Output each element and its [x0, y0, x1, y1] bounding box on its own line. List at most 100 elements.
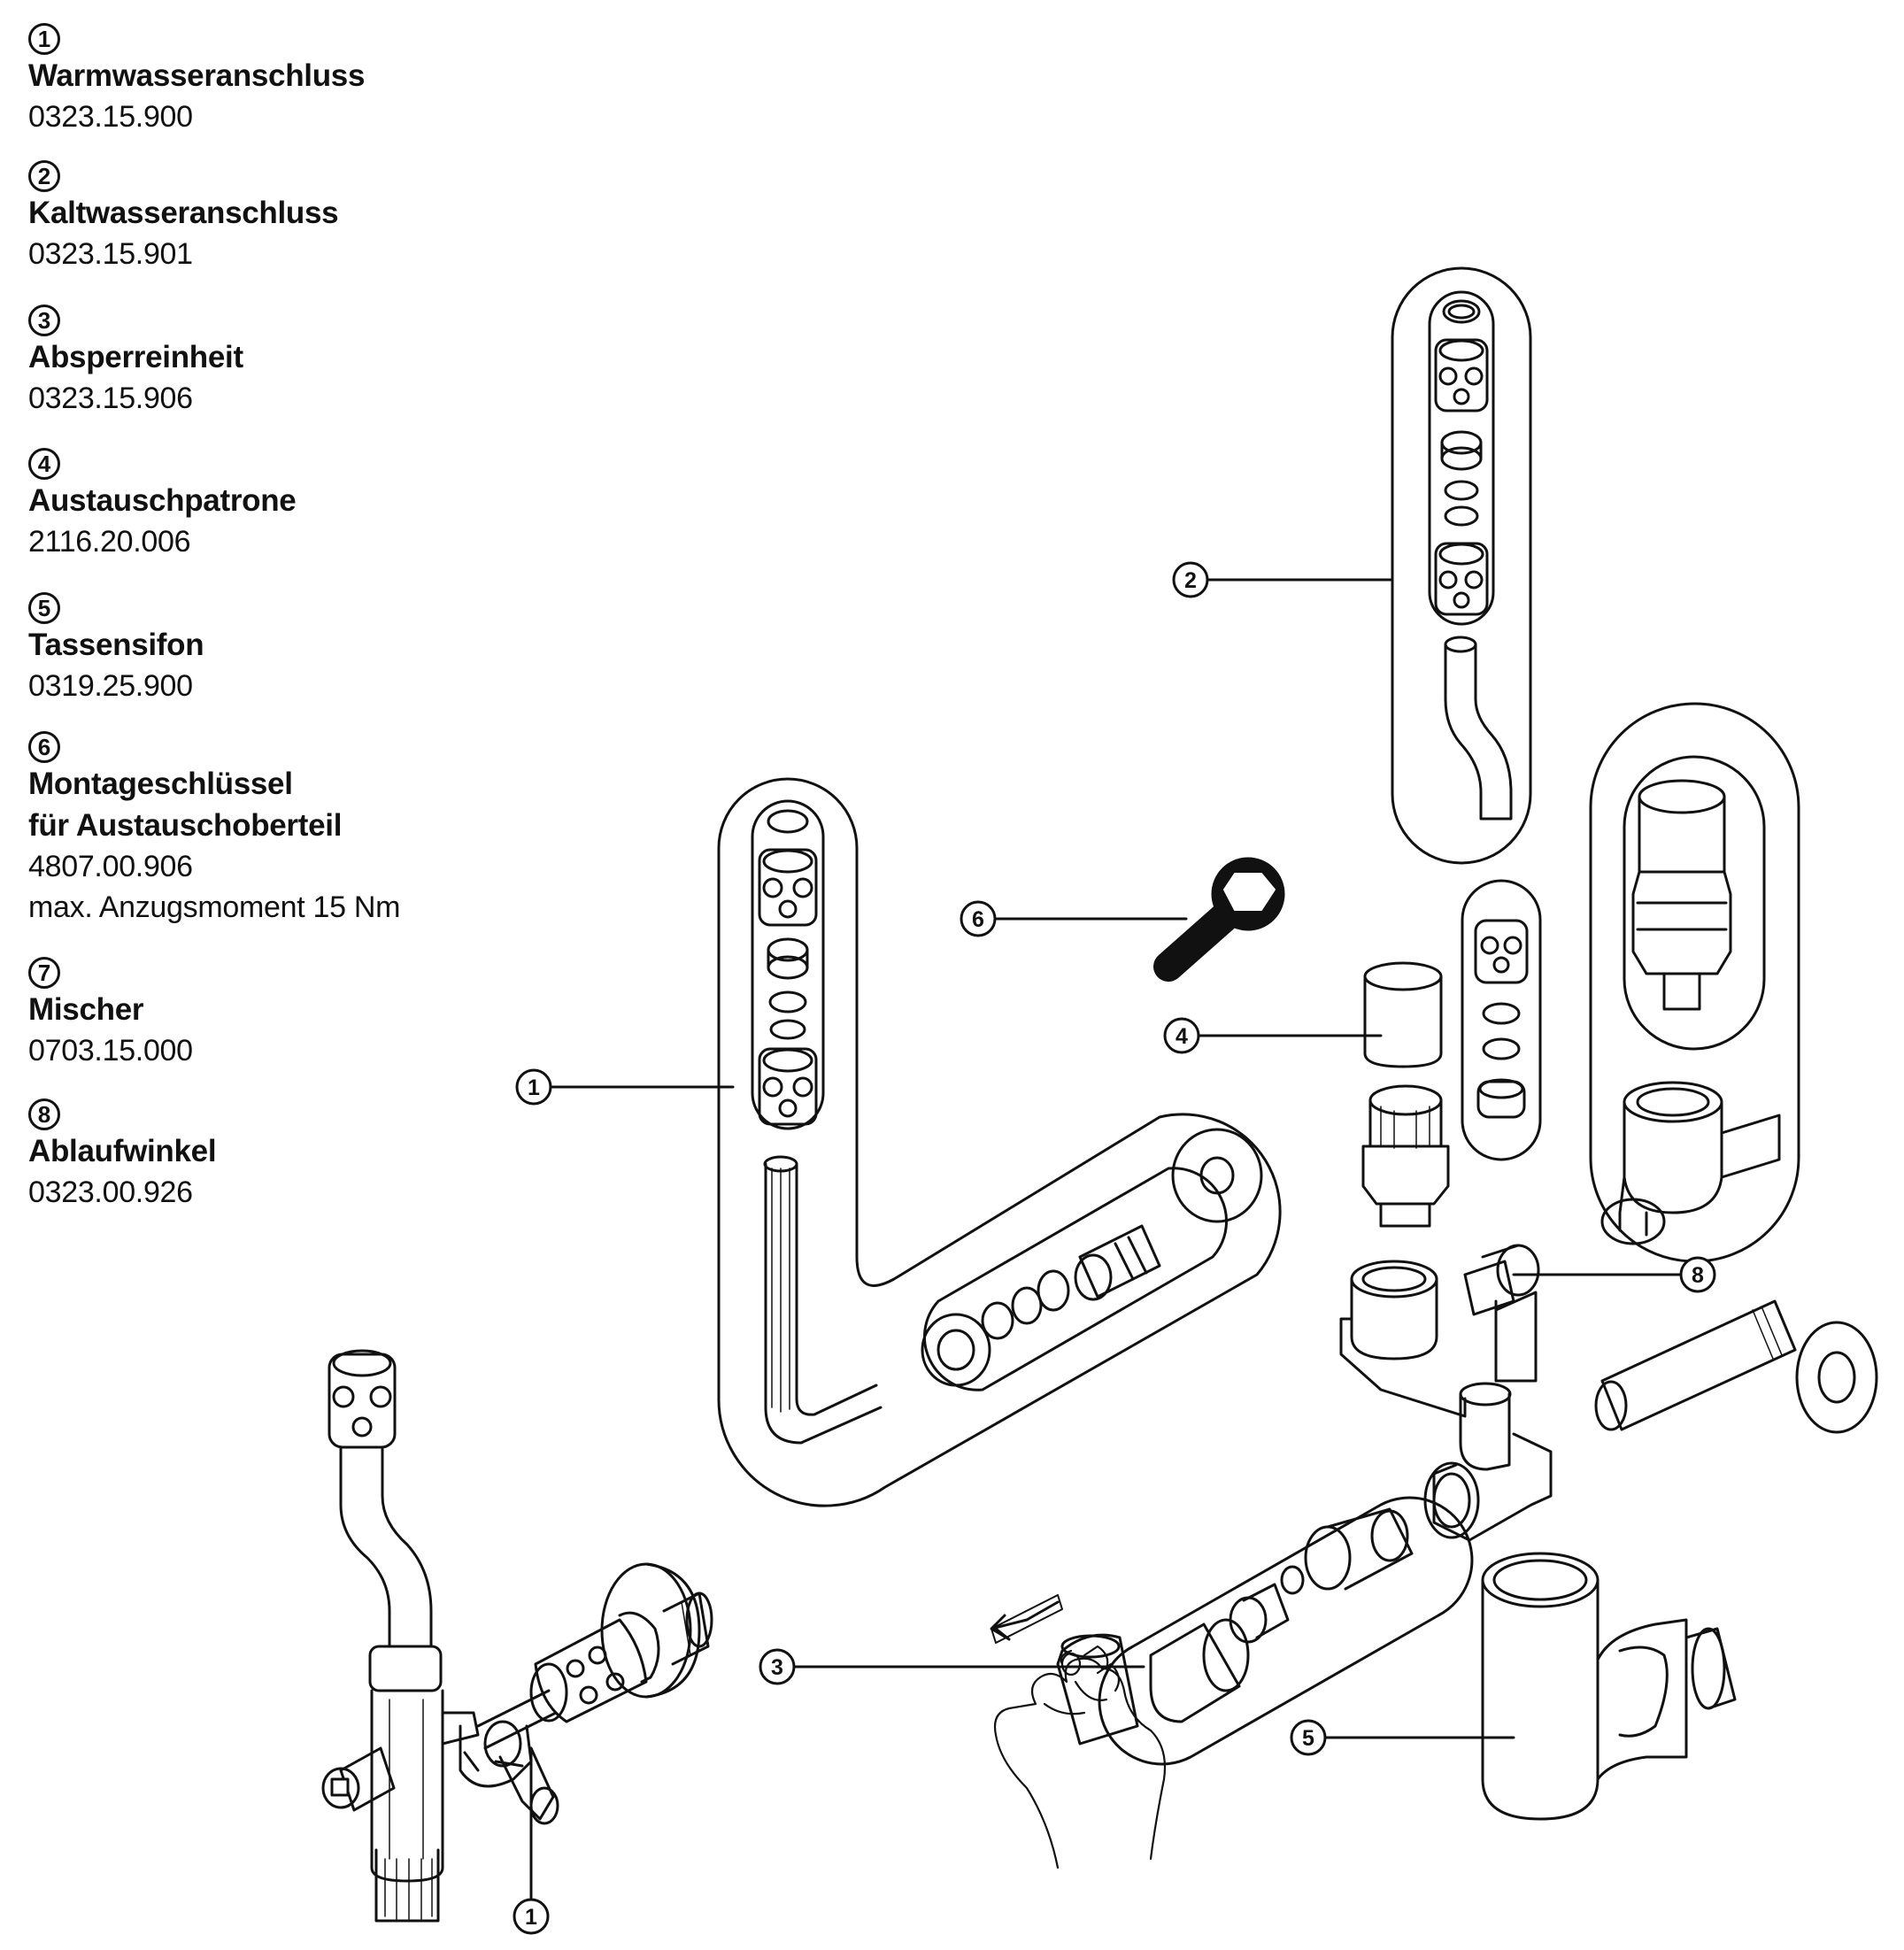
inner-capsule-outline — [1428, 290, 1495, 626]
legend-item-2: 2 Kaltwasseranschluss 0323.15.901 — [28, 160, 339, 274]
legend-article-number: 0323.15.906 — [28, 382, 193, 415]
svg-text:5: 5 — [1302, 1726, 1314, 1751]
central-valve-body — [1339, 1244, 1553, 1542]
capsule-outline — [1098, 1496, 1474, 1766]
svg-text:1: 1 — [528, 1075, 540, 1100]
part-5-cup-siphon — [1481, 1552, 1737, 1821]
inner-capsule-outline — [751, 799, 825, 1130]
connection-pipe — [1444, 643, 1513, 821]
nut-collar — [618, 1611, 660, 1684]
extension-pipe — [1594, 1299, 1797, 1431]
union-nut — [1474, 919, 1529, 984]
legend-article-number: 4807.00.906 — [28, 850, 193, 883]
legend-number-badge: 7 — [28, 957, 60, 989]
callout-6: 6 — [960, 900, 997, 937]
legend-torque-note: max. Anzugsmoment 15 Nm — [28, 890, 401, 924]
legend-item-6: 6 Montageschlüssel für Austauschoberteil… — [28, 731, 400, 928]
side-valve — [321, 1746, 396, 1812]
part-6-mounting-wrench — [1153, 857, 1285, 982]
hand-illustration — [993, 1645, 1167, 1869]
valve-cap — [1149, 1618, 1250, 1723]
drain-elbow — [1463, 1244, 1540, 1383]
wall-rosette — [1171, 1128, 1263, 1223]
part-group-2-cold-water-connection — [1391, 266, 1532, 865]
capsule-outline — [717, 777, 1282, 1507]
callout-4: 4 — [1163, 1017, 1200, 1054]
threaded-nipple — [1074, 1224, 1161, 1301]
valve-insert — [1304, 1507, 1414, 1591]
connection-pipe — [339, 1445, 433, 1648]
legend-title: Ablaufwinkel — [28, 1134, 217, 1168]
legend-title: Austauschpatrone — [28, 483, 297, 518]
union-nut — [529, 1618, 648, 1723]
union-nut — [758, 1047, 818, 1126]
threaded-nipple — [662, 1592, 713, 1666]
union-nut — [921, 1313, 991, 1387]
wall-rosette — [1795, 1321, 1878, 1434]
svg-text:6: 6 — [972, 907, 984, 932]
capsule-outline — [1461, 879, 1542, 1161]
legend-item-7: 7 Mischer 0703.15.000 — [28, 957, 193, 1071]
legend-article-number: 2116.20.006 — [28, 525, 191, 559]
union-nut — [1434, 338, 1489, 412]
seal-ring — [1442, 299, 1481, 324]
legend-item-3: 3 Absperreinheit 0323.15.906 — [28, 304, 243, 419]
callout-1-upper: 1 — [515, 1068, 552, 1106]
legend-title: Montageschlüssel — [28, 767, 293, 801]
mixer-body — [368, 1645, 444, 1923]
callout-8: 8 — [1679, 1256, 1716, 1293]
part-group-mixer-valve — [1589, 702, 1800, 1263]
legend-title: Mischer — [28, 992, 144, 1027]
legend-item-5: 5 Tassensifon 0319.25.900 — [28, 592, 204, 706]
legend-number-badge: 6 — [28, 731, 60, 763]
legend-number-badge: 3 — [28, 304, 60, 336]
legend-title: Warmwasseranschluss — [28, 58, 366, 93]
part-4-replacement-cartridge — [1361, 961, 1450, 1228]
o-ring — [1444, 480, 1479, 501]
legend-title: Tassensifon — [28, 628, 204, 662]
legend-article-number: 0319.25.900 — [28, 669, 193, 703]
spindle — [1229, 1583, 1290, 1644]
callout-1-lower: 1 — [513, 1898, 550, 1935]
legend-item-1: 1 Warmwasseranschluss 0323.15.900 — [28, 23, 365, 137]
legend-number-badge: 2 — [28, 160, 60, 192]
legend-number-badge: 8 — [28, 1098, 60, 1130]
part-group-3-shutoff-unit — [1098, 1496, 1474, 1766]
svg-text:1: 1 — [525, 1905, 537, 1930]
direction-arrow-icon — [990, 1600, 1060, 1641]
seal-ring-inner — [1447, 304, 1476, 320]
union-nut — [1434, 542, 1489, 616]
valve-cartridge — [1631, 779, 1732, 1011]
legend-number-badge: 4 — [28, 448, 60, 480]
svg-text:2: 2 — [1184, 568, 1197, 593]
valve-body — [1600, 1081, 1781, 1245]
valve-tee — [459, 1720, 533, 1788]
legend-article-number: 0703.15.000 — [28, 1034, 193, 1067]
callout-2: 2 — [1172, 561, 1209, 598]
union-nut — [758, 848, 818, 927]
part-group-1-warm-water-connection — [717, 777, 1282, 1507]
callout-5: 5 — [1290, 1719, 1327, 1756]
legend-title: Kaltwasseranschluss — [28, 196, 339, 230]
svg-text:4: 4 — [1176, 1024, 1188, 1049]
capsule-outline — [1589, 702, 1800, 1263]
legend-item-4: 4 Austauschpatrone 2116.20.006 — [28, 448, 297, 562]
legend-title: Absperreinheit — [28, 340, 243, 374]
valve-cap-in-hand — [1056, 1633, 1139, 1746]
capsule-outline — [1391, 266, 1532, 865]
t-fitting — [1423, 1432, 1553, 1542]
wall-rosette — [600, 1562, 701, 1699]
part-group-seals — [1461, 879, 1542, 1161]
legend-number-badge: 1 — [28, 23, 60, 55]
clamp-ring — [1444, 505, 1479, 527]
legend-title-line2: für Austauschoberteil — [28, 808, 343, 843]
legend-item-8: 8 Ablaufwinkel 0323.00.926 — [28, 1098, 217, 1213]
legend-article-number: 0323.15.900 — [28, 100, 193, 134]
assembled-mixer-view — [321, 1349, 713, 1923]
legend-article-number: 0323.00.926 — [28, 1175, 193, 1209]
legend-number-badge: 5 — [28, 592, 60, 624]
union-nut — [328, 1349, 397, 1449]
angled-fitting — [498, 1746, 559, 1825]
legend-article-number: 0323.15.901 — [28, 237, 193, 271]
